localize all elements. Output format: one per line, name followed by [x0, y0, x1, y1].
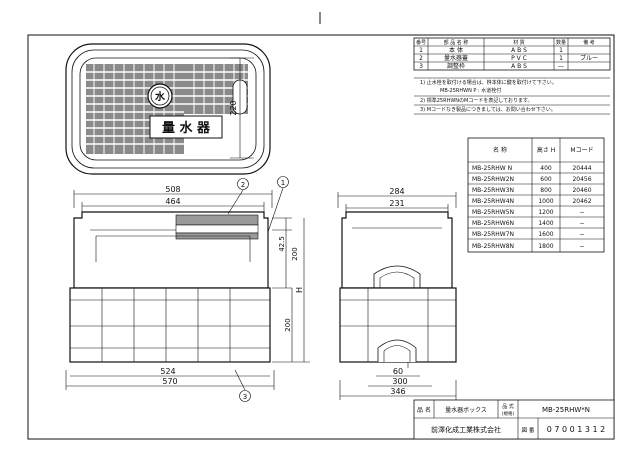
parts-row-1-name: 本 体	[449, 46, 463, 54]
model-row-8-height: 1800	[538, 243, 553, 250]
model-header-mcode: Mコード	[570, 147, 593, 154]
company-name: 前澤化成工業株式会社	[431, 425, 501, 434]
title-model-sub: (規格)	[502, 410, 515, 417]
title-name-label: 品 名	[417, 406, 431, 414]
model-row-8-name: MB-25RHW8N	[472, 243, 514, 250]
emblem-text: 水	[154, 90, 166, 103]
dim-284: 284	[389, 187, 404, 196]
parts-row-2-name: 量水器蓋	[444, 54, 468, 62]
model-row-1-mcode: 20444	[572, 165, 591, 172]
parts-header-no: 番号	[416, 39, 426, 46]
model-table	[467, 137, 605, 253]
dim-524: 524	[160, 367, 175, 376]
dim-508: 508	[165, 185, 180, 194]
note-2: 2) 標準25RHWNのMコードを表記しております。	[420, 97, 533, 104]
model-row-2-height: 600	[540, 176, 552, 183]
water-emblem-icon	[147, 83, 173, 109]
callout-3: 3	[243, 393, 247, 401]
front-view-callouts	[227, 176, 289, 402]
drawing-number: 0 7 0 0 1 3 1 2	[547, 425, 606, 434]
model-row-3-mcode: 20460	[572, 187, 591, 194]
parts-row-3-qty: —	[558, 63, 564, 70]
model-row-8-mcode: −	[579, 243, 584, 250]
title-name-value: 量水器ボックス	[445, 406, 487, 414]
dim-346: 346	[390, 387, 405, 396]
model-row-4-mcode: 20462	[572, 198, 591, 205]
model-row-6-name: MB-25RHW6N	[472, 220, 514, 227]
parts-row-1-material: A B S	[511, 47, 527, 54]
parts-row-3-name: 調整枠	[447, 62, 465, 70]
dim-570: 570	[162, 377, 177, 386]
model-row-5-height: 1200	[538, 209, 553, 216]
model-row-7-mcode: −	[579, 231, 584, 238]
parts-row-1-no: 1	[419, 47, 423, 54]
parts-header-material: 材 質	[513, 39, 525, 46]
model-row-2-name: MB-25RHW2N	[472, 176, 514, 183]
model-row-4-name: MB-25RHW4N	[472, 198, 514, 205]
dim-H: H	[295, 287, 304, 293]
parts-header-remark: 備 考	[583, 39, 595, 46]
note-3: 3) Mコードなき製品につきましては、お問い合わせ下さい。	[420, 106, 556, 113]
parts-row-1-qty: 1	[559, 47, 563, 54]
model-row-5-mcode: −	[579, 209, 584, 216]
model-row-3-height: 800	[540, 187, 552, 194]
model-row-7-name: MB-25RHW7N	[472, 231, 514, 238]
notes-block	[414, 77, 610, 115]
model-row-6-mcode: −	[579, 220, 584, 227]
side-view-body	[339, 211, 457, 363]
parts-row-2-qty: 1	[559, 55, 563, 62]
parts-row-3-no: 3	[419, 63, 423, 70]
dim-200-lower: 200	[284, 318, 292, 331]
callout-2: 2	[241, 181, 245, 189]
dim-231: 231	[389, 199, 404, 208]
model-row-4-height: 1000	[538, 198, 553, 205]
lid-label: 量 水 器	[162, 120, 211, 136]
drawing-no-label: 図 番	[522, 427, 535, 434]
callout-1: 1	[281, 179, 285, 187]
parts-header-name: 部 品 名 称	[444, 39, 469, 46]
dim-464: 464	[165, 197, 180, 206]
model-row-1-height: 400	[540, 165, 552, 172]
model-rows: MB-25RHW N 400 20444 MB-25RHW2N 600 2045…	[472, 165, 592, 250]
title-model-label: 品 式	[502, 403, 514, 410]
model-header-name: 名 称	[493, 146, 507, 154]
parts-row-3-material: A B S	[511, 63, 527, 70]
note-1: 1) 止水栓を取付ける場合は、桝本体に鍵を取付けて下さい。	[420, 79, 557, 86]
title-model-value: MB-25RHW*N	[542, 406, 590, 414]
parts-row-2-no: 2	[419, 55, 423, 62]
parts-header-qty: 数量	[556, 39, 566, 46]
dim-220: 220	[229, 100, 238, 115]
lid-top-view: 水 量 水 器	[65, 43, 271, 175]
parts-row-2-material: P V C	[511, 55, 527, 62]
parts-row-2-remark: ブルー	[580, 54, 598, 62]
note-1b: MB-25RHWN P : 水道栓付	[440, 87, 501, 94]
model-header-height: 高さ H	[537, 146, 555, 154]
model-row-7-height: 1600	[538, 231, 553, 238]
model-row-2-mcode: 20456	[572, 176, 591, 183]
front-view-body	[69, 211, 271, 363]
title-block	[413, 399, 615, 440]
lid-dimension-220: 220	[229, 57, 254, 159]
parts-table	[413, 37, 611, 71]
dim-200-upper: 200	[291, 247, 299, 260]
dim-42-5: 42.5	[278, 236, 286, 252]
model-row-6-height: 1400	[538, 220, 553, 227]
model-row-3-name: MB-25RHW3N	[472, 187, 514, 194]
model-row-5-name: MB-25RHW5N	[472, 209, 514, 216]
dim-300-upper: 60	[393, 367, 403, 376]
model-row-1-name: MB-25RHW N	[472, 165, 512, 172]
sheet-border	[27, 34, 615, 440]
dim-300: 300	[392, 377, 407, 386]
